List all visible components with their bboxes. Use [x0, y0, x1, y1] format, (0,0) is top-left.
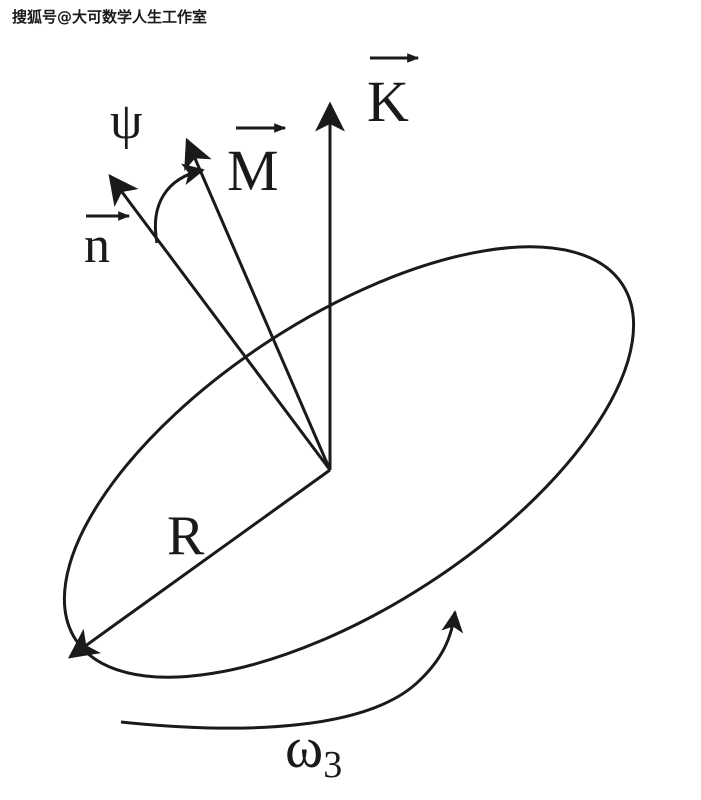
- vector-n-arrow: [108, 173, 332, 471]
- vector-m-arrow: [184, 137, 332, 471]
- label-k: K: [367, 69, 409, 134]
- watermark-text: 搜狐号@大可数学人生工作室: [12, 8, 208, 26]
- label-psi: ψ: [110, 93, 143, 150]
- label-omega-subscript: 3: [323, 744, 342, 786]
- label-n: n: [84, 217, 110, 274]
- label-omega-symbol: ω: [285, 715, 323, 780]
- label-m: M: [227, 138, 279, 203]
- psi-angle-arc: [153, 163, 205, 244]
- label-r: R: [167, 505, 205, 567]
- radius-r-arrow: [67, 468, 331, 659]
- rotation-omega-arrow: [120, 610, 464, 730]
- label-omega: ω3: [285, 715, 342, 786]
